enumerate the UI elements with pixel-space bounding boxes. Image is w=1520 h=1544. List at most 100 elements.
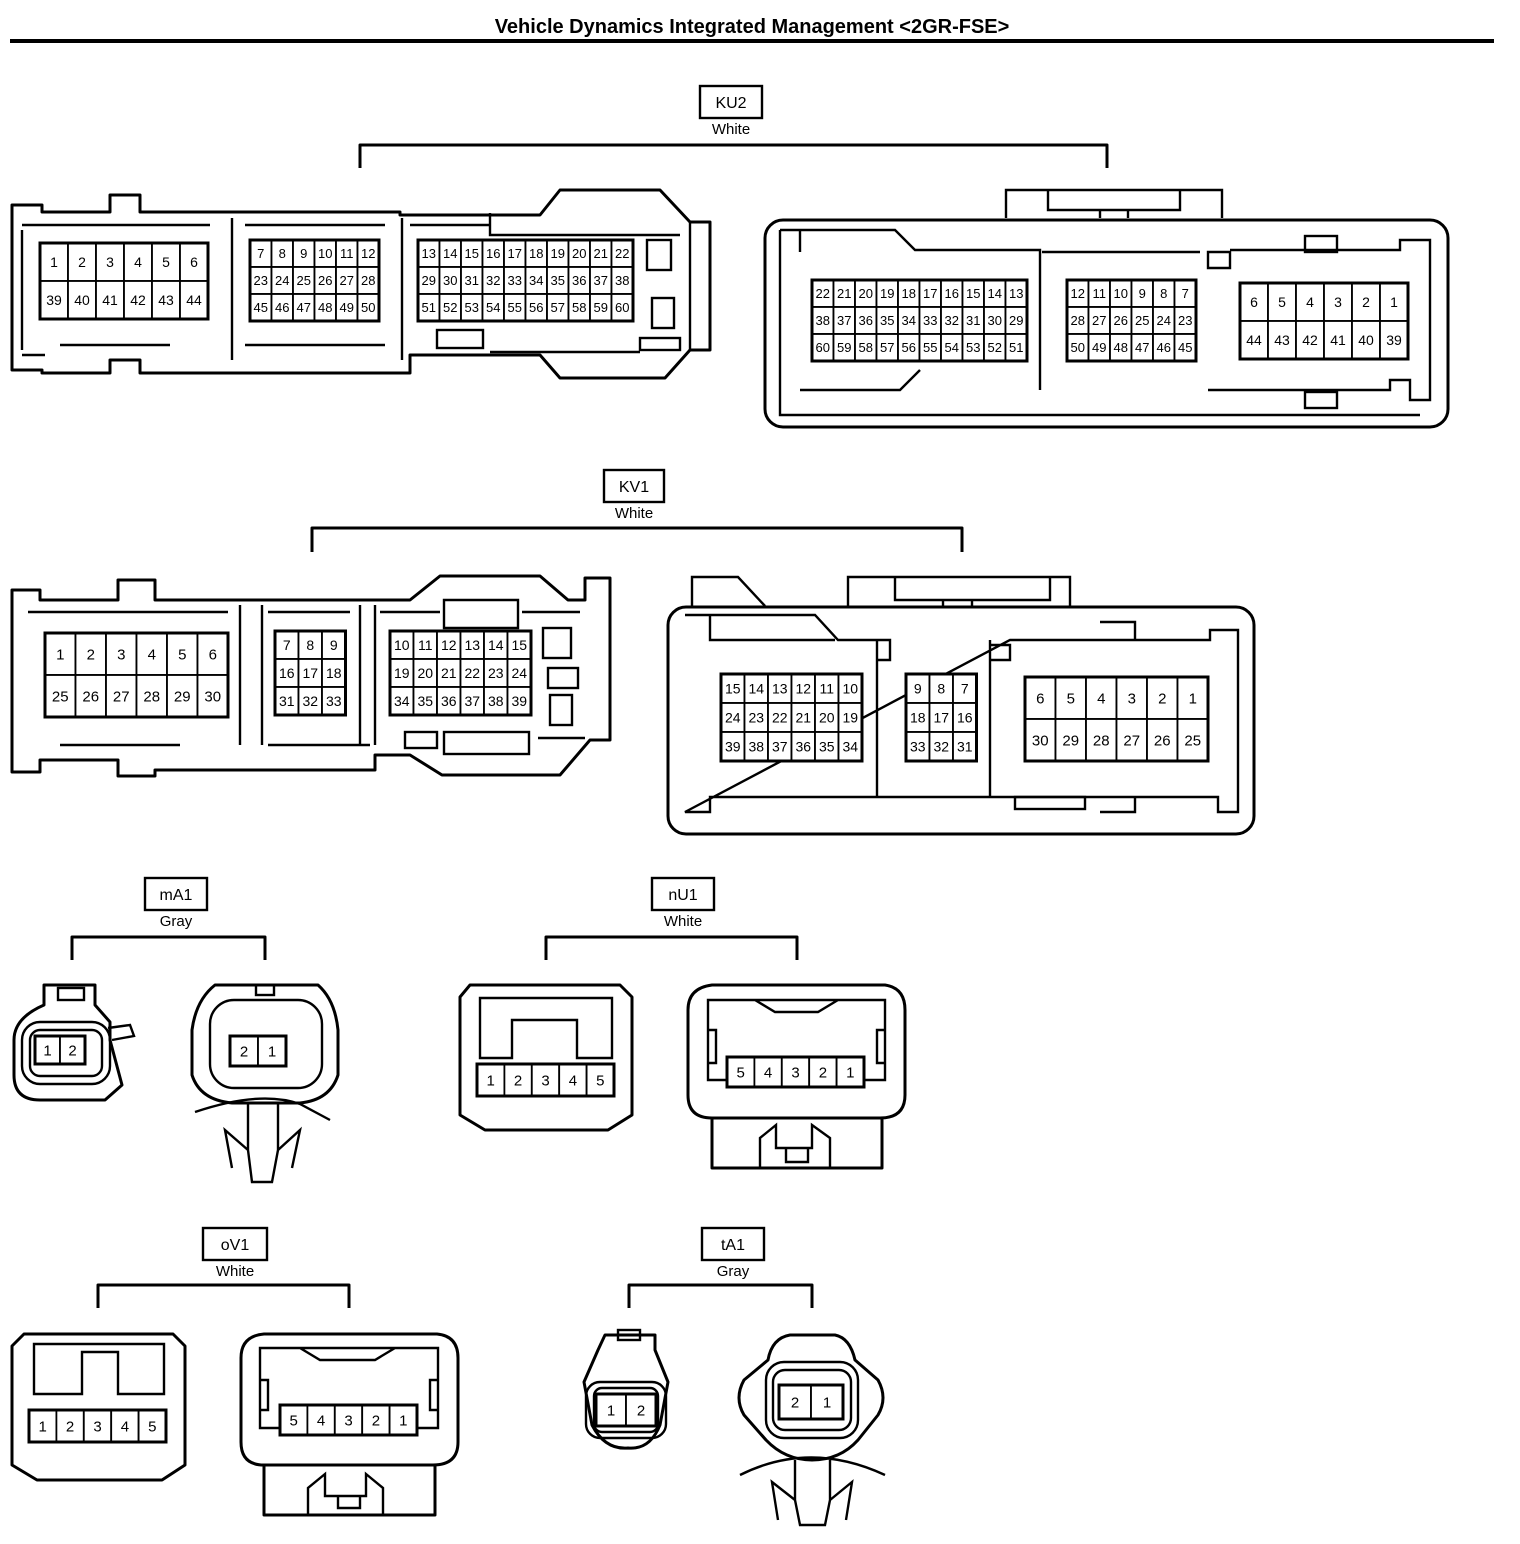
connector-bracket [310, 526, 964, 552]
pin-number: 39 [46, 292, 62, 308]
pin-cell [1024, 718, 1057, 762]
pin-number: 23 [254, 273, 268, 288]
connector-code-box [602, 468, 666, 504]
pin-number: 59 [594, 300, 608, 315]
pin-row-border [594, 1392, 658, 1428]
pin-number: 51 [422, 300, 436, 315]
connector-bracket [544, 935, 799, 960]
connector-code: nU1 [668, 887, 697, 904]
pin-number: 8 [937, 681, 945, 697]
connector-code: mA1 [160, 887, 193, 904]
pin-number: 56 [902, 340, 916, 355]
connector-code-box [698, 84, 764, 120]
pin-number: 36 [795, 739, 811, 755]
connector-bracket [358, 143, 1109, 168]
pin-number: 9 [1139, 286, 1146, 301]
pin-number: 17 [508, 246, 522, 261]
pin-cell [179, 280, 209, 320]
pin-number: 5 [148, 1418, 156, 1435]
pin-number: 40 [74, 292, 90, 308]
pin-number: 49 [340, 300, 354, 315]
pin-number: 25 [1184, 732, 1201, 749]
pin-number: 33 [923, 313, 937, 328]
pin-cell [179, 242, 209, 282]
pin-number: 29 [174, 688, 191, 705]
pin-number: 5 [1067, 690, 1075, 707]
pin-number: 32 [933, 739, 949, 755]
pin-number: 8 [1160, 286, 1167, 301]
pin-number: 35 [880, 313, 894, 328]
pin-number: 45 [254, 300, 268, 315]
pin-number: 56 [529, 300, 543, 315]
pin-number: 6 [190, 254, 198, 270]
pin-number: 21 [837, 286, 851, 301]
pin-number: 16 [279, 665, 295, 681]
pin-number: 48 [1114, 340, 1128, 355]
pin-number: 8 [306, 637, 314, 653]
pin-number: 14 [488, 637, 504, 653]
pin-number: 31 [966, 313, 980, 328]
pin-number: 24 [275, 273, 289, 288]
pin-number: 34 [842, 739, 858, 755]
pin-number: 29 [1062, 732, 1079, 749]
connector-color: White [216, 1263, 254, 1280]
pin-cell [1323, 320, 1353, 360]
page-title: Vehicle Dynamics Integrated Management <… [495, 16, 1010, 38]
pin-number: 7 [961, 681, 969, 697]
pin-cell [196, 674, 229, 718]
pin-number: 23 [488, 665, 504, 681]
pin-number: 10 [394, 637, 410, 653]
pin-grid-border [810, 278, 1029, 363]
pin-cell [196, 632, 229, 676]
pin-number: 7 [257, 246, 264, 261]
pin-number: 30 [204, 688, 221, 705]
pin-number: 20 [859, 286, 873, 301]
connector-code: KV1 [619, 479, 649, 496]
pin-number: 44 [186, 292, 202, 308]
pin-cell [110, 1409, 140, 1443]
pin-number: 18 [326, 665, 342, 681]
pin-number: 13 [422, 246, 436, 261]
pin-cell [44, 674, 77, 718]
pin-row-border [27, 1408, 168, 1444]
pin-number: 25 [1135, 313, 1149, 328]
connector-code: KU2 [715, 95, 746, 112]
pin-cell [1146, 718, 1179, 762]
connector-bracket [96, 1283, 351, 1308]
connector-housing-right [190, 983, 340, 1184]
pin-grid-border [273, 629, 347, 717]
connector-housing-right [737, 1333, 886, 1527]
pin-number: 15 [966, 286, 980, 301]
pin-number: 22 [772, 710, 788, 726]
pin-number: 15 [725, 681, 741, 697]
pin-number: 17 [923, 286, 937, 301]
pin-number: 50 [361, 300, 375, 315]
pin-number: 32 [302, 693, 318, 709]
pin-number: 27 [1092, 313, 1106, 328]
pin-number: 30 [443, 273, 457, 288]
pin-number: 28 [1093, 732, 1110, 749]
connector-bracket [627, 1283, 814, 1308]
connector-color: Gray [717, 1263, 750, 1280]
pin-number: 51 [1009, 340, 1023, 355]
pin-number: 27 [113, 688, 130, 705]
pin-number: 11 [340, 246, 354, 261]
pin-number: 10 [1114, 286, 1128, 301]
pin-number: 46 [275, 300, 289, 315]
pin-number: 21 [594, 246, 608, 261]
pin-number: 21 [795, 710, 811, 726]
pin-number: 24 [725, 710, 741, 726]
pin-number: 38 [488, 693, 504, 709]
pin-number: 47 [297, 300, 311, 315]
pin-number: 9 [300, 246, 307, 261]
pin-number: 16 [945, 286, 959, 301]
connector-code-box [700, 1226, 766, 1262]
pin-number: 19 [551, 246, 565, 261]
pin-number: 36 [441, 693, 457, 709]
